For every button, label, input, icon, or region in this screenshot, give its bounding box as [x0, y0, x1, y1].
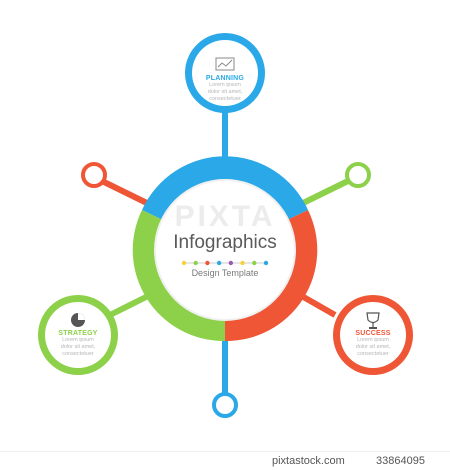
planning-node: [185, 33, 265, 113]
strategy-body-line-3: consectetuer: [62, 351, 94, 357]
success-node: [333, 295, 413, 375]
central-ring: [132, 156, 318, 342]
chart-icon: [215, 57, 235, 71]
strategy-body-line-1: Lorem ipsum: [62, 337, 94, 343]
footer-id: 33864095: [376, 455, 425, 467]
success-text: SUCCESS Lorem ipsum dolor sit amet, cons…: [333, 330, 413, 358]
stock-footer: pixtastock.com 33864095: [0, 451, 450, 470]
ring-segment-blue: [142, 156, 308, 220]
planning-text: PLANNING Lorem ipsum dolor sit amet, con…: [185, 75, 265, 103]
center-subtitle: Design Template: [191, 268, 259, 278]
strategy-title: STRATEGY: [58, 330, 98, 337]
center-dot-row: [181, 260, 269, 266]
center-dot: [193, 260, 198, 266]
center-dot: [240, 260, 245, 266]
planning-body-line-2: dolor sit amet,: [207, 89, 243, 95]
connector-lower-left: [108, 292, 152, 318]
planning-body-line-3: consectetuer: [209, 96, 241, 102]
center-dot: [205, 260, 210, 266]
planning-body-line-1: Lorem ipsum: [209, 82, 241, 88]
success-body-line-3: consectetuer: [357, 351, 389, 357]
strategy-node: [38, 295, 118, 375]
end-node-upper-left: [81, 162, 107, 188]
end-node-upper-right: [345, 162, 371, 188]
ring-segment-green: [132, 210, 225, 342]
center-dot: [263, 260, 269, 266]
success-body-line-2: dolor sit amet,: [355, 344, 391, 350]
ring-segment-red: [225, 210, 318, 342]
success-title: SUCCESS: [355, 330, 391, 337]
center-dot: [181, 260, 187, 266]
center-dot: [252, 260, 257, 266]
watermark: PIXTA: [174, 200, 276, 233]
center-dot: [228, 260, 234, 266]
pie-chart-icon: [71, 313, 85, 327]
center-title: Infographics: [173, 232, 277, 253]
center-dot: [216, 260, 222, 266]
strategy-text: STRATEGY Lorem ipsum dolor sit amet, con…: [38, 330, 118, 358]
end-node-bottom: [212, 392, 238, 418]
footer-source: pixtastock.com: [272, 455, 345, 467]
connector-lower-right: [298, 292, 337, 318]
success-body-line-1: Lorem ipsum: [357, 337, 389, 343]
strategy-body-line-2: dolor sit amet,: [60, 344, 96, 350]
trophy-icon: [366, 312, 380, 329]
planning-title: PLANNING: [205, 75, 245, 82]
